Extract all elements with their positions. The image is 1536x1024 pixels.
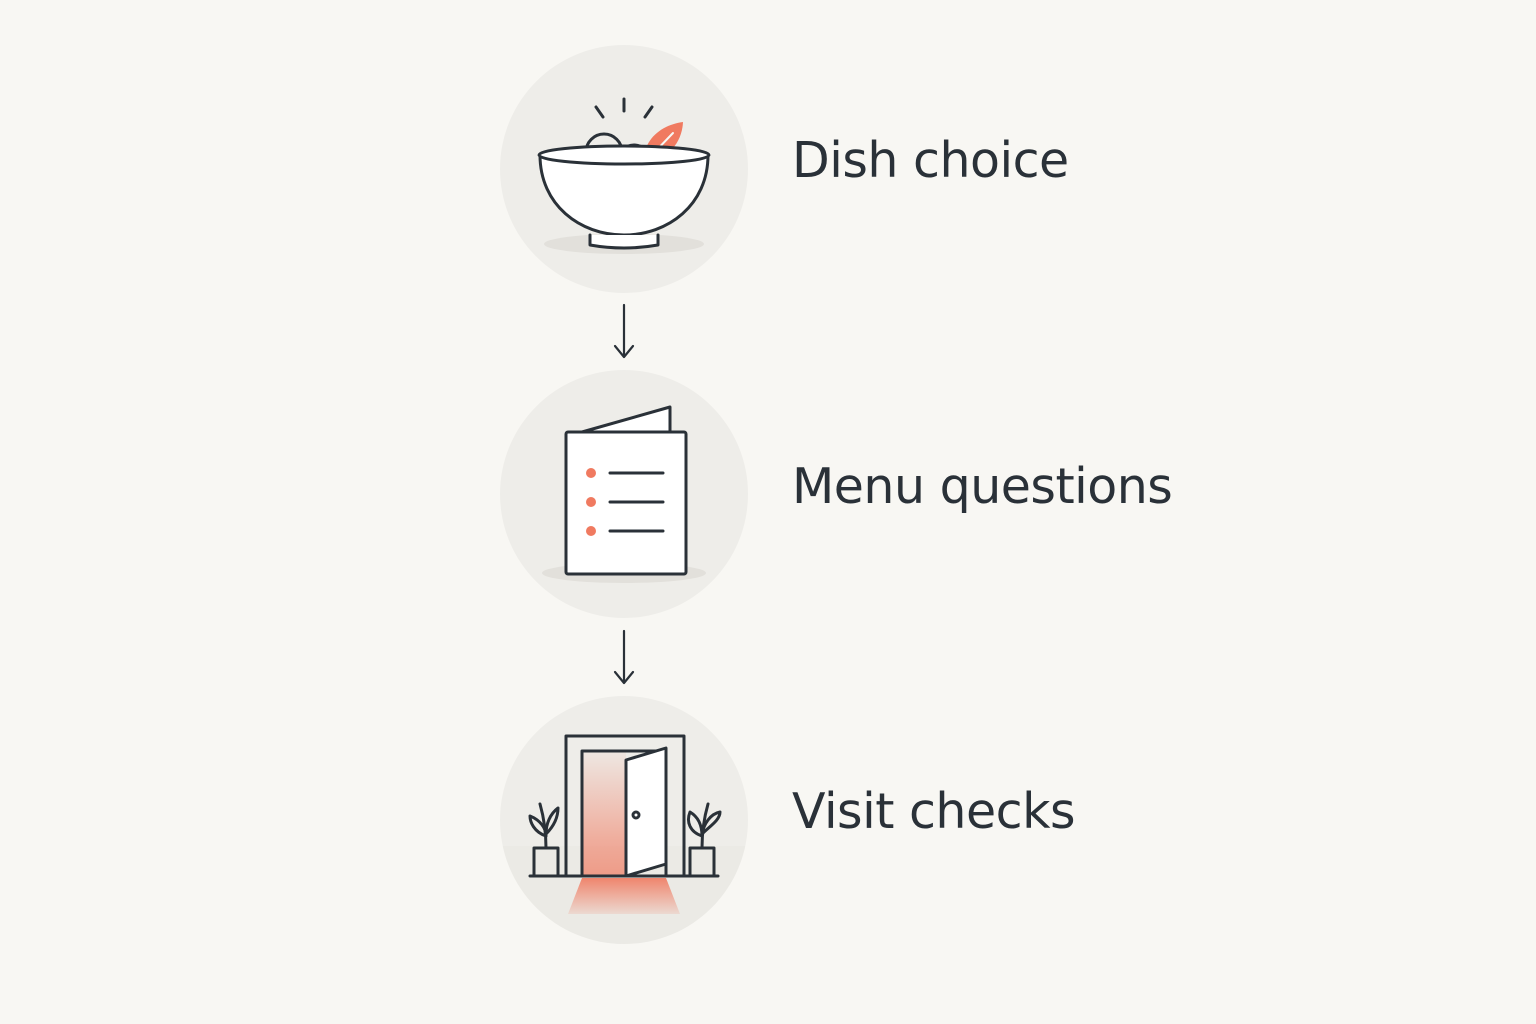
step-dish-choice-label: Dish choice [792,132,1069,189]
arrow-down-icon [613,629,635,685]
door-icon [500,734,748,944]
step-menu-questions-circle [500,370,748,618]
menu-icon [542,405,706,583]
arrow-down-icon [613,303,635,359]
step-dish-choice-circle [500,45,748,293]
bowl-icon [537,97,711,254]
step-visit-checks-label: Visit checks [792,783,1075,840]
step-visit-checks-circle [500,696,748,944]
step-menu-questions-label: Menu questions [792,458,1173,515]
